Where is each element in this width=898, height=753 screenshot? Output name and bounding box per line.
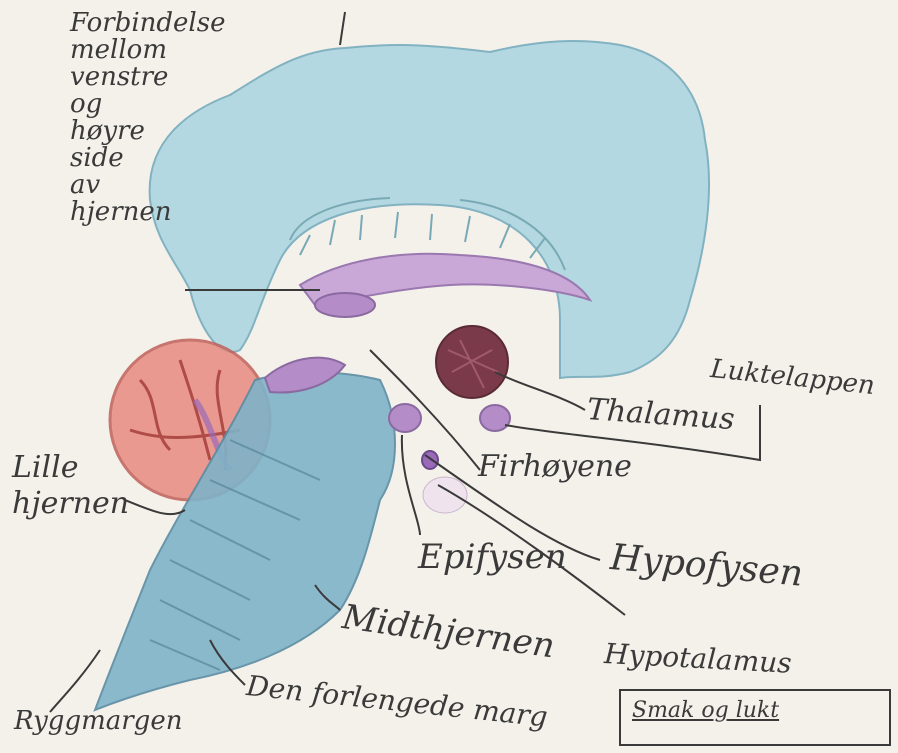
- epiphysis-nucleus: [389, 404, 421, 432]
- cerebrum: [150, 41, 709, 378]
- label-spinal-cord: Ryggmargen: [14, 708, 182, 734]
- hypophysis-nucleus: [422, 451, 438, 469]
- label-epiphysis: Epifysen: [418, 540, 567, 574]
- label-cerebellum: Lille hjernen: [12, 450, 129, 522]
- label-colliculi: Firhøyene: [478, 452, 632, 482]
- olfactory-nucleus: [480, 405, 510, 431]
- hypothalamus-region: [423, 477, 467, 513]
- fornix: [315, 293, 375, 317]
- caption-smell-taste: Smak og lukt: [632, 700, 779, 722]
- label-corpus-callosum: Forbindelse mellom venstre og høyre side…: [70, 10, 225, 226]
